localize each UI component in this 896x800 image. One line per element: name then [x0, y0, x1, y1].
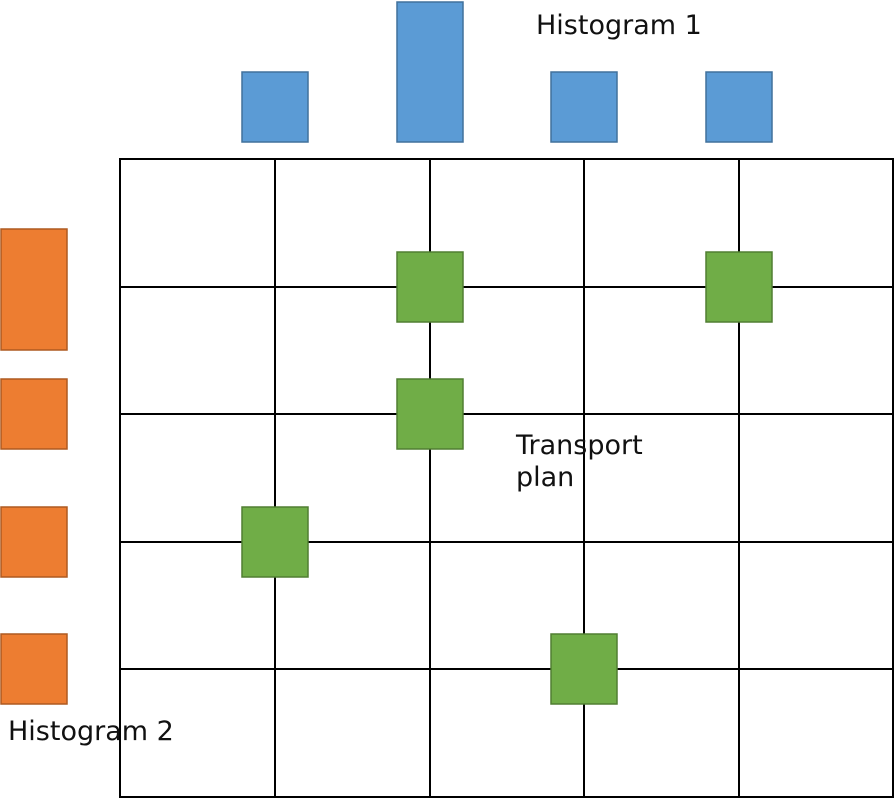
histogram-1-bar: [241, 71, 309, 143]
histogram-2-bar: [0, 378, 68, 450]
transport-plan-cell: [550, 633, 618, 705]
histogram-1-label: Histogram 1: [536, 10, 702, 41]
histogram-2-bar: [0, 633, 68, 705]
histogram-1-bar: [705, 71, 773, 143]
histogram-1-bar: [550, 71, 618, 143]
histogram-2-bar: [0, 506, 68, 578]
transport-plan-cell: [396, 378, 464, 450]
histogram-2-label: Histogram 2: [8, 716, 174, 747]
transport-plan-cell: [241, 506, 309, 578]
transport-plan-cell: [396, 251, 464, 323]
histogram-2-bars: [0, 228, 68, 705]
histogram-1-bar: [396, 1, 464, 143]
transport-plan-cell: [705, 251, 773, 323]
transport-grid: [119, 158, 894, 798]
transport-plan-label: Transport plan: [516, 430, 643, 494]
histogram-1-bars: [241, 1, 773, 143]
grid-border: [119, 158, 894, 798]
transport-plan-cells: [241, 251, 773, 705]
histogram-2-bar: [0, 228, 68, 351]
